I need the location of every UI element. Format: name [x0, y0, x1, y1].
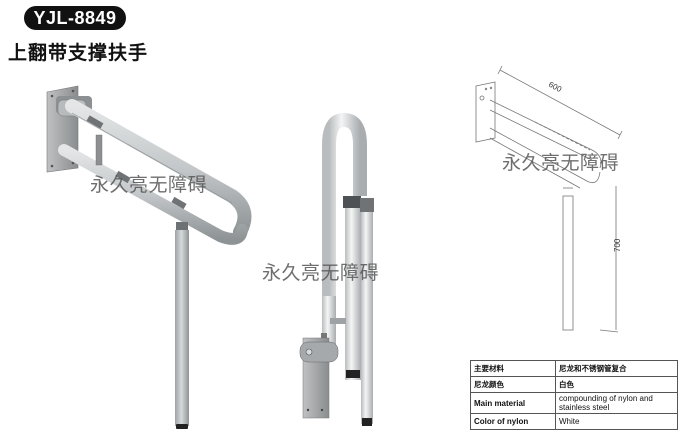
- watermark-right: 永久亮无障碍: [502, 152, 620, 174]
- table-row: 主要材料 尼龙和不锈钢管复合: [470, 360, 678, 377]
- watermark-middle: 永久亮无障碍: [262, 262, 380, 284]
- spec-value: 尼龙和不锈钢管复合: [555, 360, 678, 377]
- table-row: Main material compounding of nylon and s…: [470, 392, 678, 414]
- grab-bar-photo-folded: [299, 112, 374, 426]
- spec-key: 尼龙颜色: [470, 376, 556, 393]
- spec-key: Color of nylon: [470, 413, 556, 430]
- length-dimension: 600: [547, 80, 563, 94]
- dimension-diagram: [475, 65, 623, 333]
- table-row: 尼龙颜色 白色: [470, 376, 678, 393]
- spec-value: White: [555, 413, 678, 430]
- spec-value: compounding of nylon and stainless steel: [555, 392, 678, 414]
- spec-value: 白色: [555, 376, 678, 393]
- spec-key: 主要材料: [470, 360, 556, 377]
- watermark-left: 永久亮无障碍: [90, 174, 208, 196]
- spec-table: 主要材料 尼龙和不锈钢管复合 尼龙颜色 白色 Main material com…: [470, 360, 678, 430]
- product-name: 上翻带支撑扶手: [8, 42, 149, 64]
- spec-key: Main material: [470, 392, 556, 414]
- model-badge: YJL-8849: [24, 6, 126, 30]
- height-dimension: 700: [613, 238, 622, 252]
- table-row: Color of nylon White: [470, 413, 678, 430]
